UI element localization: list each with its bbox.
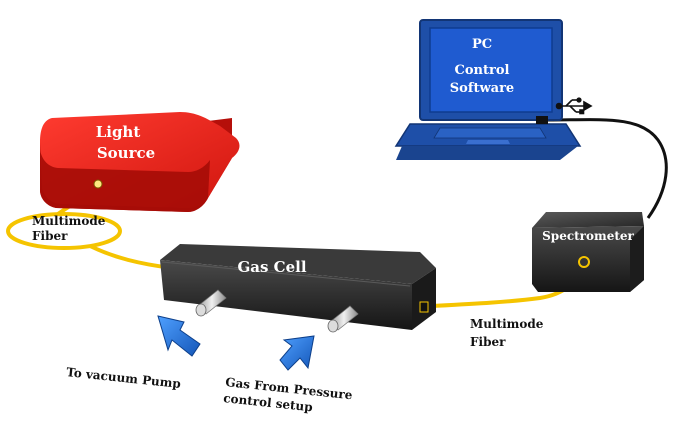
- pc-label-line3: Software: [450, 81, 514, 96]
- pc-label-line1: PC: [472, 37, 492, 52]
- spectrometer: Spectrometer: [532, 212, 644, 292]
- gas-cell: Gas Cell: [160, 244, 436, 330]
- vacuum-label: To vacuum Pump: [66, 365, 182, 391]
- fiber-right-label-line1: Multimode: [470, 317, 544, 331]
- light-source-label-line1: Light: [96, 123, 141, 141]
- fiber-left-label-line1: Multimode: [32, 214, 106, 228]
- pc-label-line2: Control: [455, 63, 510, 78]
- arrow-in-icon: [279, 335, 315, 371]
- fiber-right-label-line2: Fiber: [470, 335, 506, 349]
- gas-inlet-port: [327, 305, 359, 333]
- usb-icon: [555, 97, 593, 115]
- spectrometer-label: Spectrometer: [542, 229, 634, 243]
- usb-cable: [547, 118, 668, 219]
- light-source: Light Source: [40, 112, 240, 212]
- gas-cell-label: Gas Cell: [237, 258, 306, 276]
- fiber-left-label-line2: Fiber: [32, 229, 68, 243]
- pc-laptop: PC Control Software: [394, 19, 582, 160]
- light-source-label-line2: Source: [97, 144, 155, 162]
- vacuum-port: [195, 289, 227, 317]
- arrow-out-icon: [157, 315, 201, 357]
